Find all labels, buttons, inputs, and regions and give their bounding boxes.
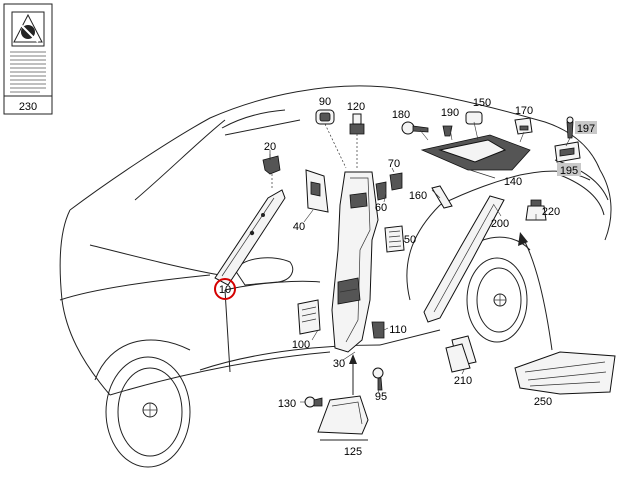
callout-110: 110	[389, 324, 407, 336]
pin-197[interactable]	[566, 116, 574, 139]
car-body-outline	[59, 85, 612, 396]
callout-100: 100	[292, 339, 310, 351]
callout-labels: 20 90 120 180 190 150 170 197 195 70 160…	[214, 96, 597, 458]
arrow-rear-panel	[518, 232, 553, 351]
callout-190: 190	[441, 107, 459, 119]
part-195[interactable]	[554, 141, 581, 163]
callout-90: 90	[319, 96, 331, 108]
b-pillar-trim-30[interactable]	[331, 171, 379, 353]
insulation-250[interactable]	[514, 351, 616, 395]
callout-20: 20	[264, 141, 276, 153]
sill-trim-125[interactable]	[317, 395, 369, 435]
callout-95: 95	[375, 391, 387, 403]
trim-40[interactable]	[305, 169, 329, 213]
arrow-b-pillar	[349, 354, 357, 395]
c-pillar-trim-200[interactable]	[423, 195, 505, 323]
callout-130: 130	[278, 398, 296, 410]
callout-170: 170	[515, 105, 533, 117]
clip-60[interactable]	[375, 181, 387, 201]
callout-10-circle	[214, 278, 236, 300]
front-wheel	[94, 339, 191, 468]
screw-95[interactable]	[372, 367, 384, 391]
callout-250: 250	[534, 396, 552, 408]
a-pillar-trim-10[interactable]	[214, 189, 286, 286]
callout-180: 180	[392, 109, 410, 121]
cover-100[interactable]	[297, 299, 321, 335]
clip-70[interactable]	[389, 172, 403, 191]
callout-70: 70	[388, 158, 400, 170]
callout-195: 195	[560, 165, 578, 177]
panel-210[interactable]	[445, 335, 477, 373]
strip-160[interactable]	[431, 185, 453, 209]
label-card-230[interactable]: 230	[3, 3, 53, 115]
callout-197-box	[575, 121, 597, 134]
roof-trim-140[interactable]	[420, 134, 531, 179]
clip-120[interactable]	[349, 113, 365, 170]
callout-197: 197	[577, 123, 595, 135]
callout-160: 160	[409, 190, 427, 202]
clip-110[interactable]	[371, 321, 385, 339]
callout-210: 210	[454, 375, 472, 387]
callout-200: 200	[491, 218, 509, 230]
clip-20[interactable]	[262, 150, 281, 190]
screw-180[interactable]	[401, 121, 429, 135]
vent-50[interactable]	[384, 225, 405, 253]
clip-150[interactable]	[465, 111, 483, 125]
bracket-170[interactable]	[514, 117, 533, 135]
clip-220[interactable]	[525, 199, 547, 221]
callout-30: 30	[333, 358, 345, 370]
callout-10: 10	[219, 284, 231, 296]
callout-125: 125	[344, 446, 362, 458]
callout-230: 230	[19, 101, 37, 113]
callout-120: 120	[347, 101, 365, 113]
trim-90[interactable]	[315, 109, 347, 169]
callout-140: 140	[504, 176, 522, 188]
callout-40: 40	[293, 221, 305, 233]
callout-60: 60	[375, 202, 387, 214]
callout-50: 50	[404, 234, 416, 246]
clip-130[interactable]	[304, 396, 323, 408]
callout-195-box	[557, 163, 581, 176]
callout-220: 220	[542, 206, 560, 218]
leader-lines	[269, 121, 571, 403]
callout-150: 150	[473, 97, 491, 109]
clip-190[interactable]	[442, 125, 453, 137]
